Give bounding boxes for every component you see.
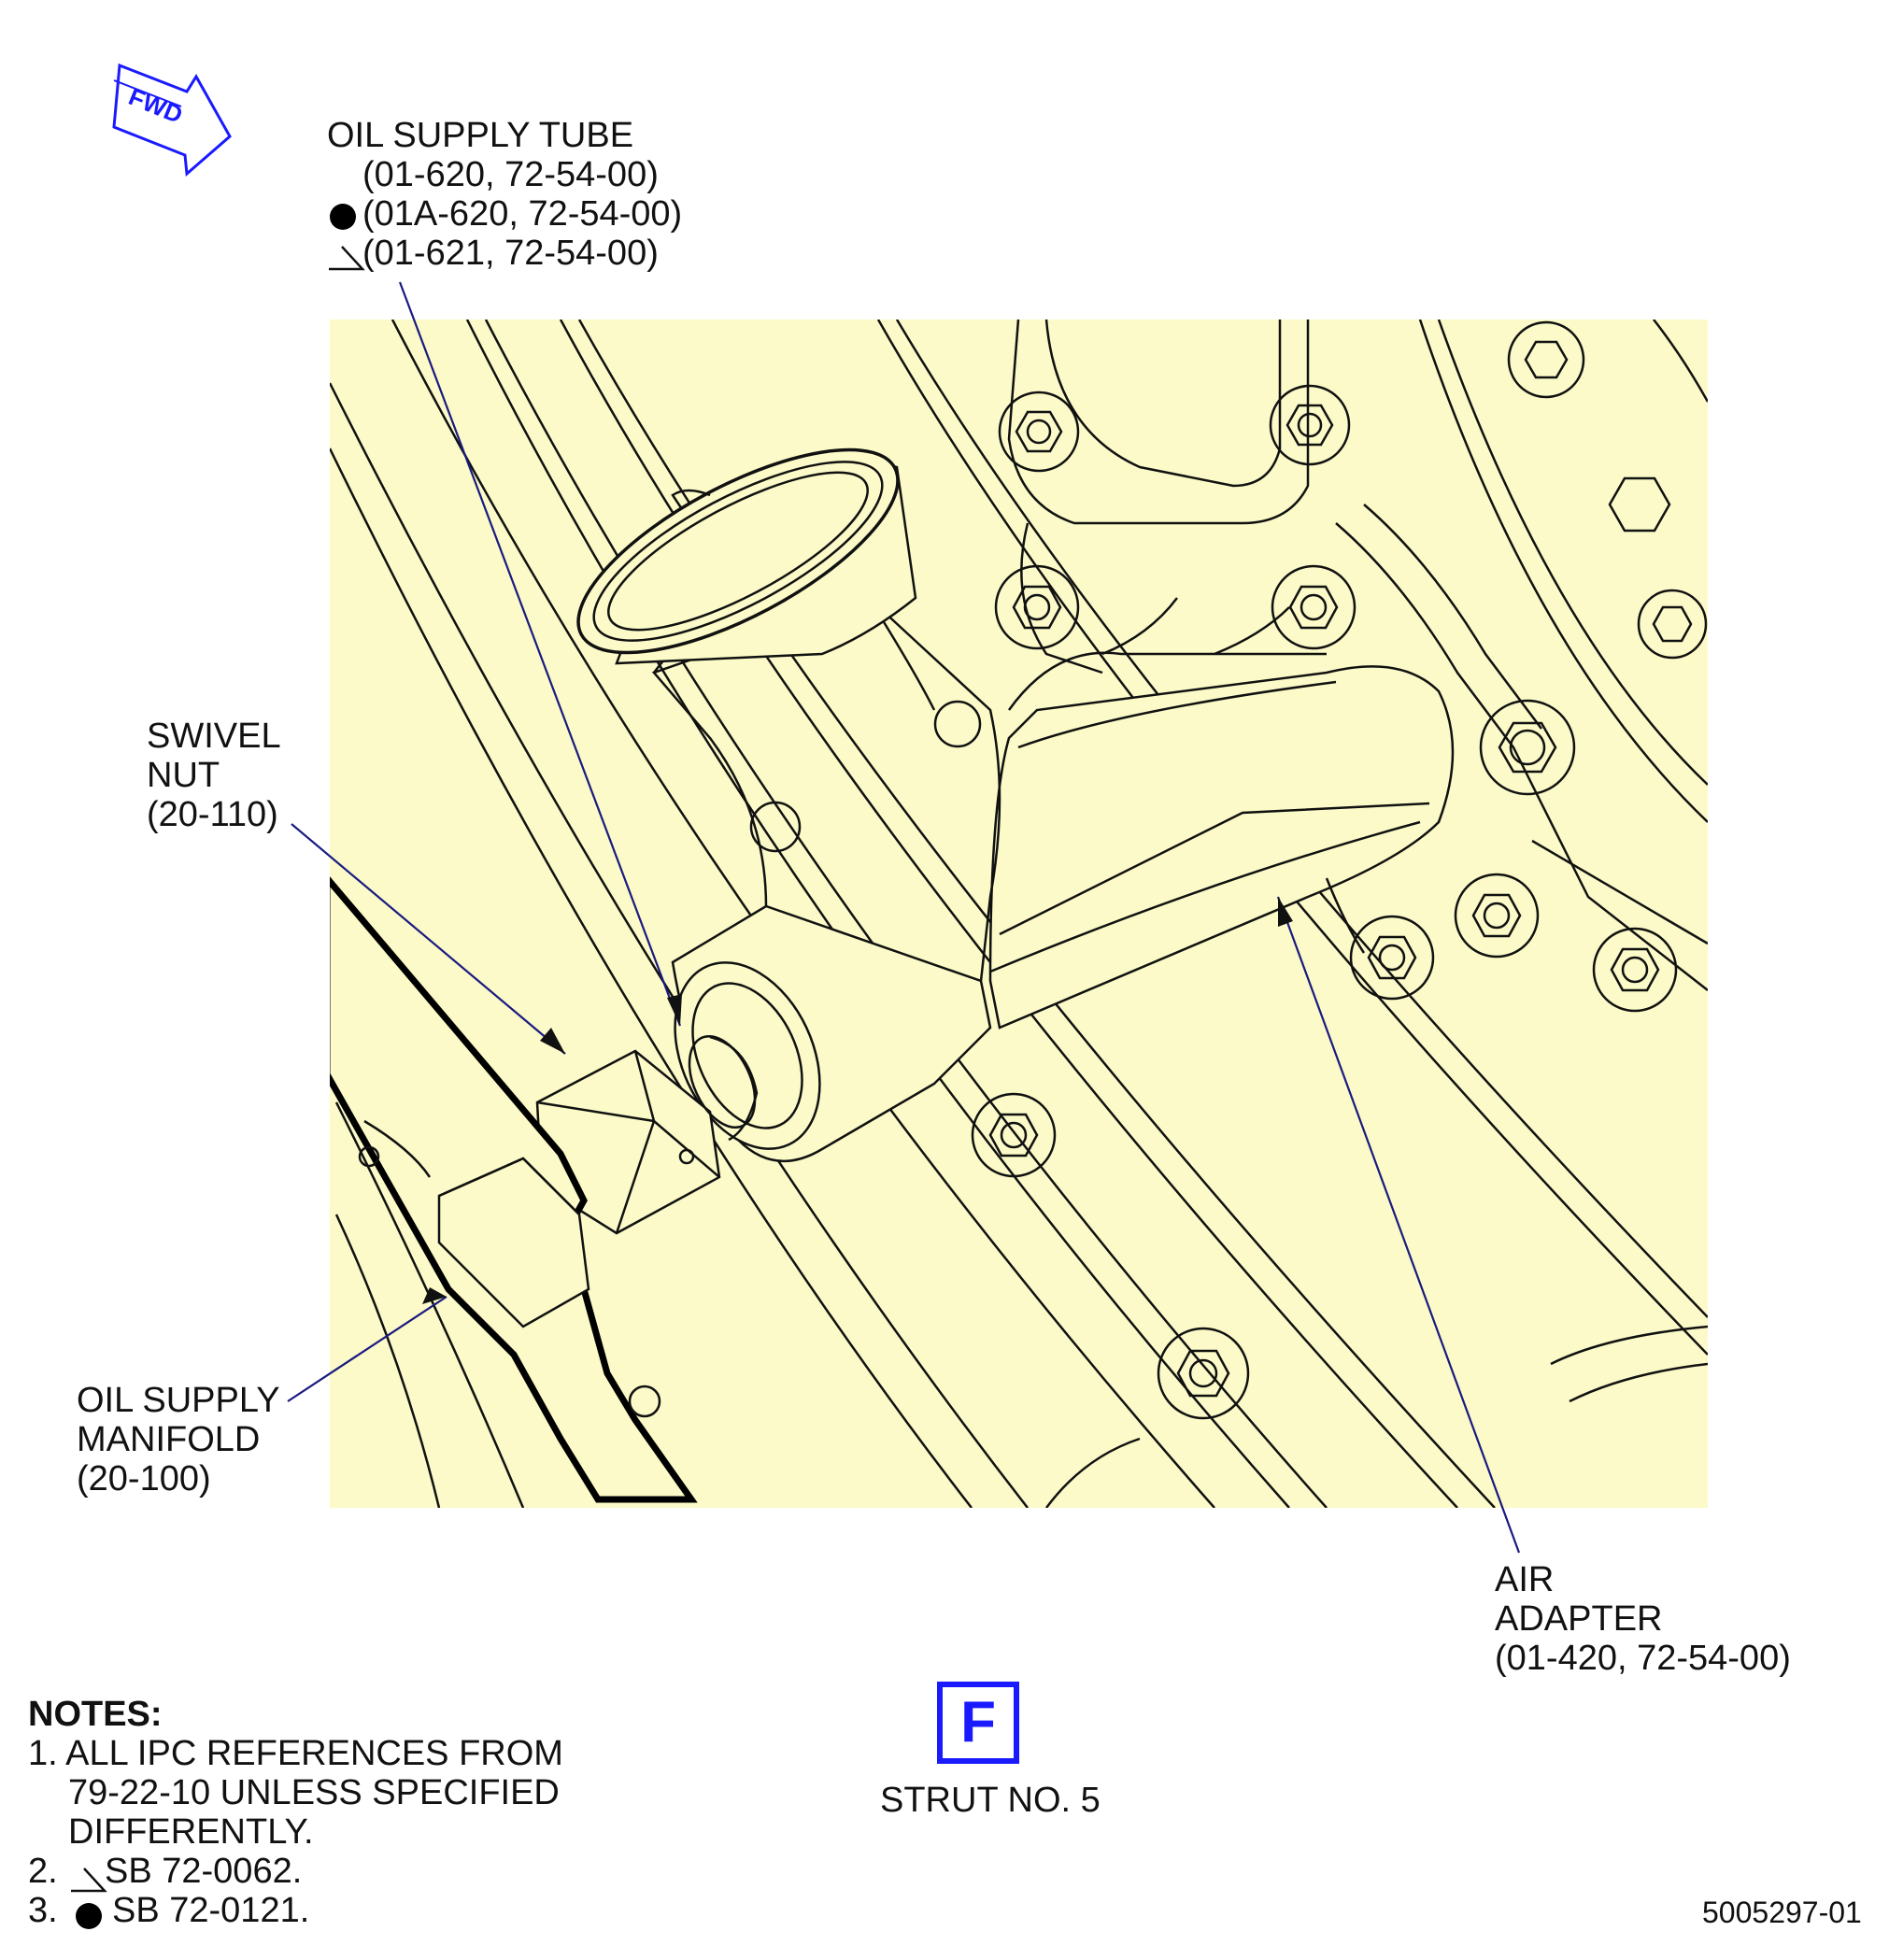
- swivel-nut-line-1: SWIVEL: [147, 717, 281, 756]
- arrowhead-air-adapter: [1278, 897, 1293, 927]
- swivel-nut-line-2: NUT: [147, 756, 220, 795]
- oil-supply-tube-ref-1: (01-620, 72-54-00): [362, 155, 659, 194]
- figure-id: 5005297-01: [1702, 1896, 1862, 1929]
- note-1-line-1: 1. ALL IPC REFERENCES FROM: [28, 1734, 563, 1773]
- swivel-nut-ref: (20-110): [147, 795, 278, 834]
- view-caption: STRUT NO. 5: [880, 1781, 1101, 1820]
- note-3-text: SB 72-0121.: [112, 1891, 310, 1930]
- oil-supply-manifold-line-1: OIL SUPPLY: [77, 1381, 280, 1420]
- black-dot-symbol-icon-notes: [76, 1903, 102, 1929]
- oil-supply-tube-ref-3: (01-621, 72-54-00): [362, 234, 659, 273]
- leader-oil-supply-manifold: [287, 1296, 447, 1402]
- oil-supply-tube-title: OIL SUPPLY TUBE: [327, 116, 634, 155]
- leader-lines: [287, 281, 1521, 1554]
- leader-arrowheads: [422, 897, 1293, 1304]
- air-adapter-part: [988, 597, 1455, 1030]
- arrowhead-swivel-nut: [540, 1028, 565, 1054]
- note-2-text: SB 72-0062.: [105, 1852, 303, 1891]
- note-2-number: 2.: [28, 1852, 58, 1891]
- note-1-line-3: DIFFERENTLY.: [68, 1812, 314, 1852]
- black-dot-symbol-icon: [330, 204, 356, 230]
- view-letter: F: [960, 1690, 996, 1754]
- sb-triangle-symbol-icon-notes: [71, 1868, 107, 1893]
- oil-supply-manifold-line-2: MANIFOLD: [77, 1420, 261, 1459]
- oil-supply-tube-flange: [576, 447, 917, 665]
- bolt-group: [971, 320, 1708, 1420]
- oil-supply-tube-ref-2: (01A-620, 72-54-00): [362, 194, 683, 234]
- air-adapter-ref: (01-420, 72-54-00): [1495, 1639, 1791, 1678]
- arrowhead-oil-supply-tube: [667, 994, 682, 1026]
- tee-fitting-part: [651, 577, 1001, 1163]
- notes-heading: NOTES:: [28, 1695, 163, 1734]
- fwd-arrow-icon: FWD: [112, 63, 232, 178]
- swivel-nut-part: [535, 1034, 759, 1235]
- oil-supply-manifold-part: [330, 876, 698, 1503]
- leader-swivel-nut: [291, 823, 566, 1055]
- air-adapter-line-2: ADAPTER: [1495, 1599, 1663, 1639]
- oil-supply-manifold-ref: (20-100): [77, 1459, 211, 1498]
- engine-detail-drawing: [330, 320, 1708, 1508]
- leader-oil-supply-tube: [398, 281, 682, 1027]
- note-1-line-2: 79-22-10 UNLESS SPECIFIED: [68, 1773, 560, 1812]
- arrowhead-oil-supply-manifold: [422, 1287, 447, 1304]
- air-adapter-line-1: AIR: [1495, 1560, 1555, 1599]
- note-3-number: 3.: [28, 1891, 58, 1930]
- sb-triangle-symbol-icon: [329, 246, 365, 271]
- leader-air-adapter: [1276, 896, 1521, 1554]
- view-callout-box: F: [937, 1682, 1019, 1764]
